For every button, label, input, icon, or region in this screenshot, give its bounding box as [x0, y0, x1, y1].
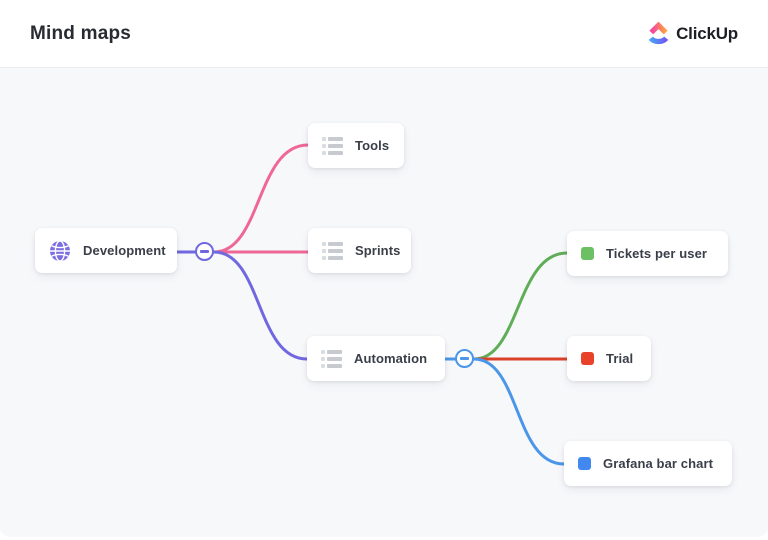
green-square-icon [581, 247, 594, 260]
globe-icon [50, 239, 70, 262]
blue-square-icon [578, 457, 591, 470]
red-square-icon [581, 352, 594, 365]
list-icon [321, 349, 342, 368]
list-icon [322, 136, 343, 155]
node-tickets-per-user[interactable]: Tickets per user [567, 231, 728, 276]
node-label: Development [83, 243, 166, 258]
page-title: Mind maps [30, 22, 132, 44]
node-label: Trial [606, 351, 634, 366]
minus-icon [200, 250, 209, 253]
node-label: Automation [354, 351, 428, 366]
node-tools[interactable]: Tools [308, 123, 404, 168]
edge-development-tools [212, 143, 310, 254]
brand-name: ClickUp [676, 23, 738, 43]
mindmap-canvas[interactable]: Development Tools Sprints Automation Tic… [0, 68, 768, 537]
header: Mind maps ClickUp [0, 0, 768, 68]
clickup-logo: ClickUp [647, 20, 738, 47]
node-automation[interactable]: Automation [307, 336, 445, 381]
node-development[interactable]: Development [35, 228, 177, 273]
node-sprints[interactable]: Sprints [308, 228, 411, 273]
edge-development-automation [212, 250, 309, 361]
node-trial[interactable]: Trial [567, 336, 651, 381]
edge-automation-grafana [472, 357, 566, 466]
edge-automation-tickets [472, 251, 569, 361]
clickup-logo-icon [648, 21, 669, 45]
node-label: Tickets per user [606, 246, 708, 261]
minus-icon [460, 357, 469, 360]
mindmap-edges [175, 143, 569, 466]
node-label: Tools [355, 138, 390, 153]
collapse-toggle-development[interactable] [195, 242, 214, 261]
node-label: Sprints [355, 243, 401, 258]
list-icon [322, 241, 343, 260]
node-grafana-bar-chart[interactable]: Grafana bar chart [564, 441, 732, 486]
collapse-toggle-automation[interactable] [455, 349, 474, 368]
node-label: Grafana bar chart [603, 456, 714, 471]
